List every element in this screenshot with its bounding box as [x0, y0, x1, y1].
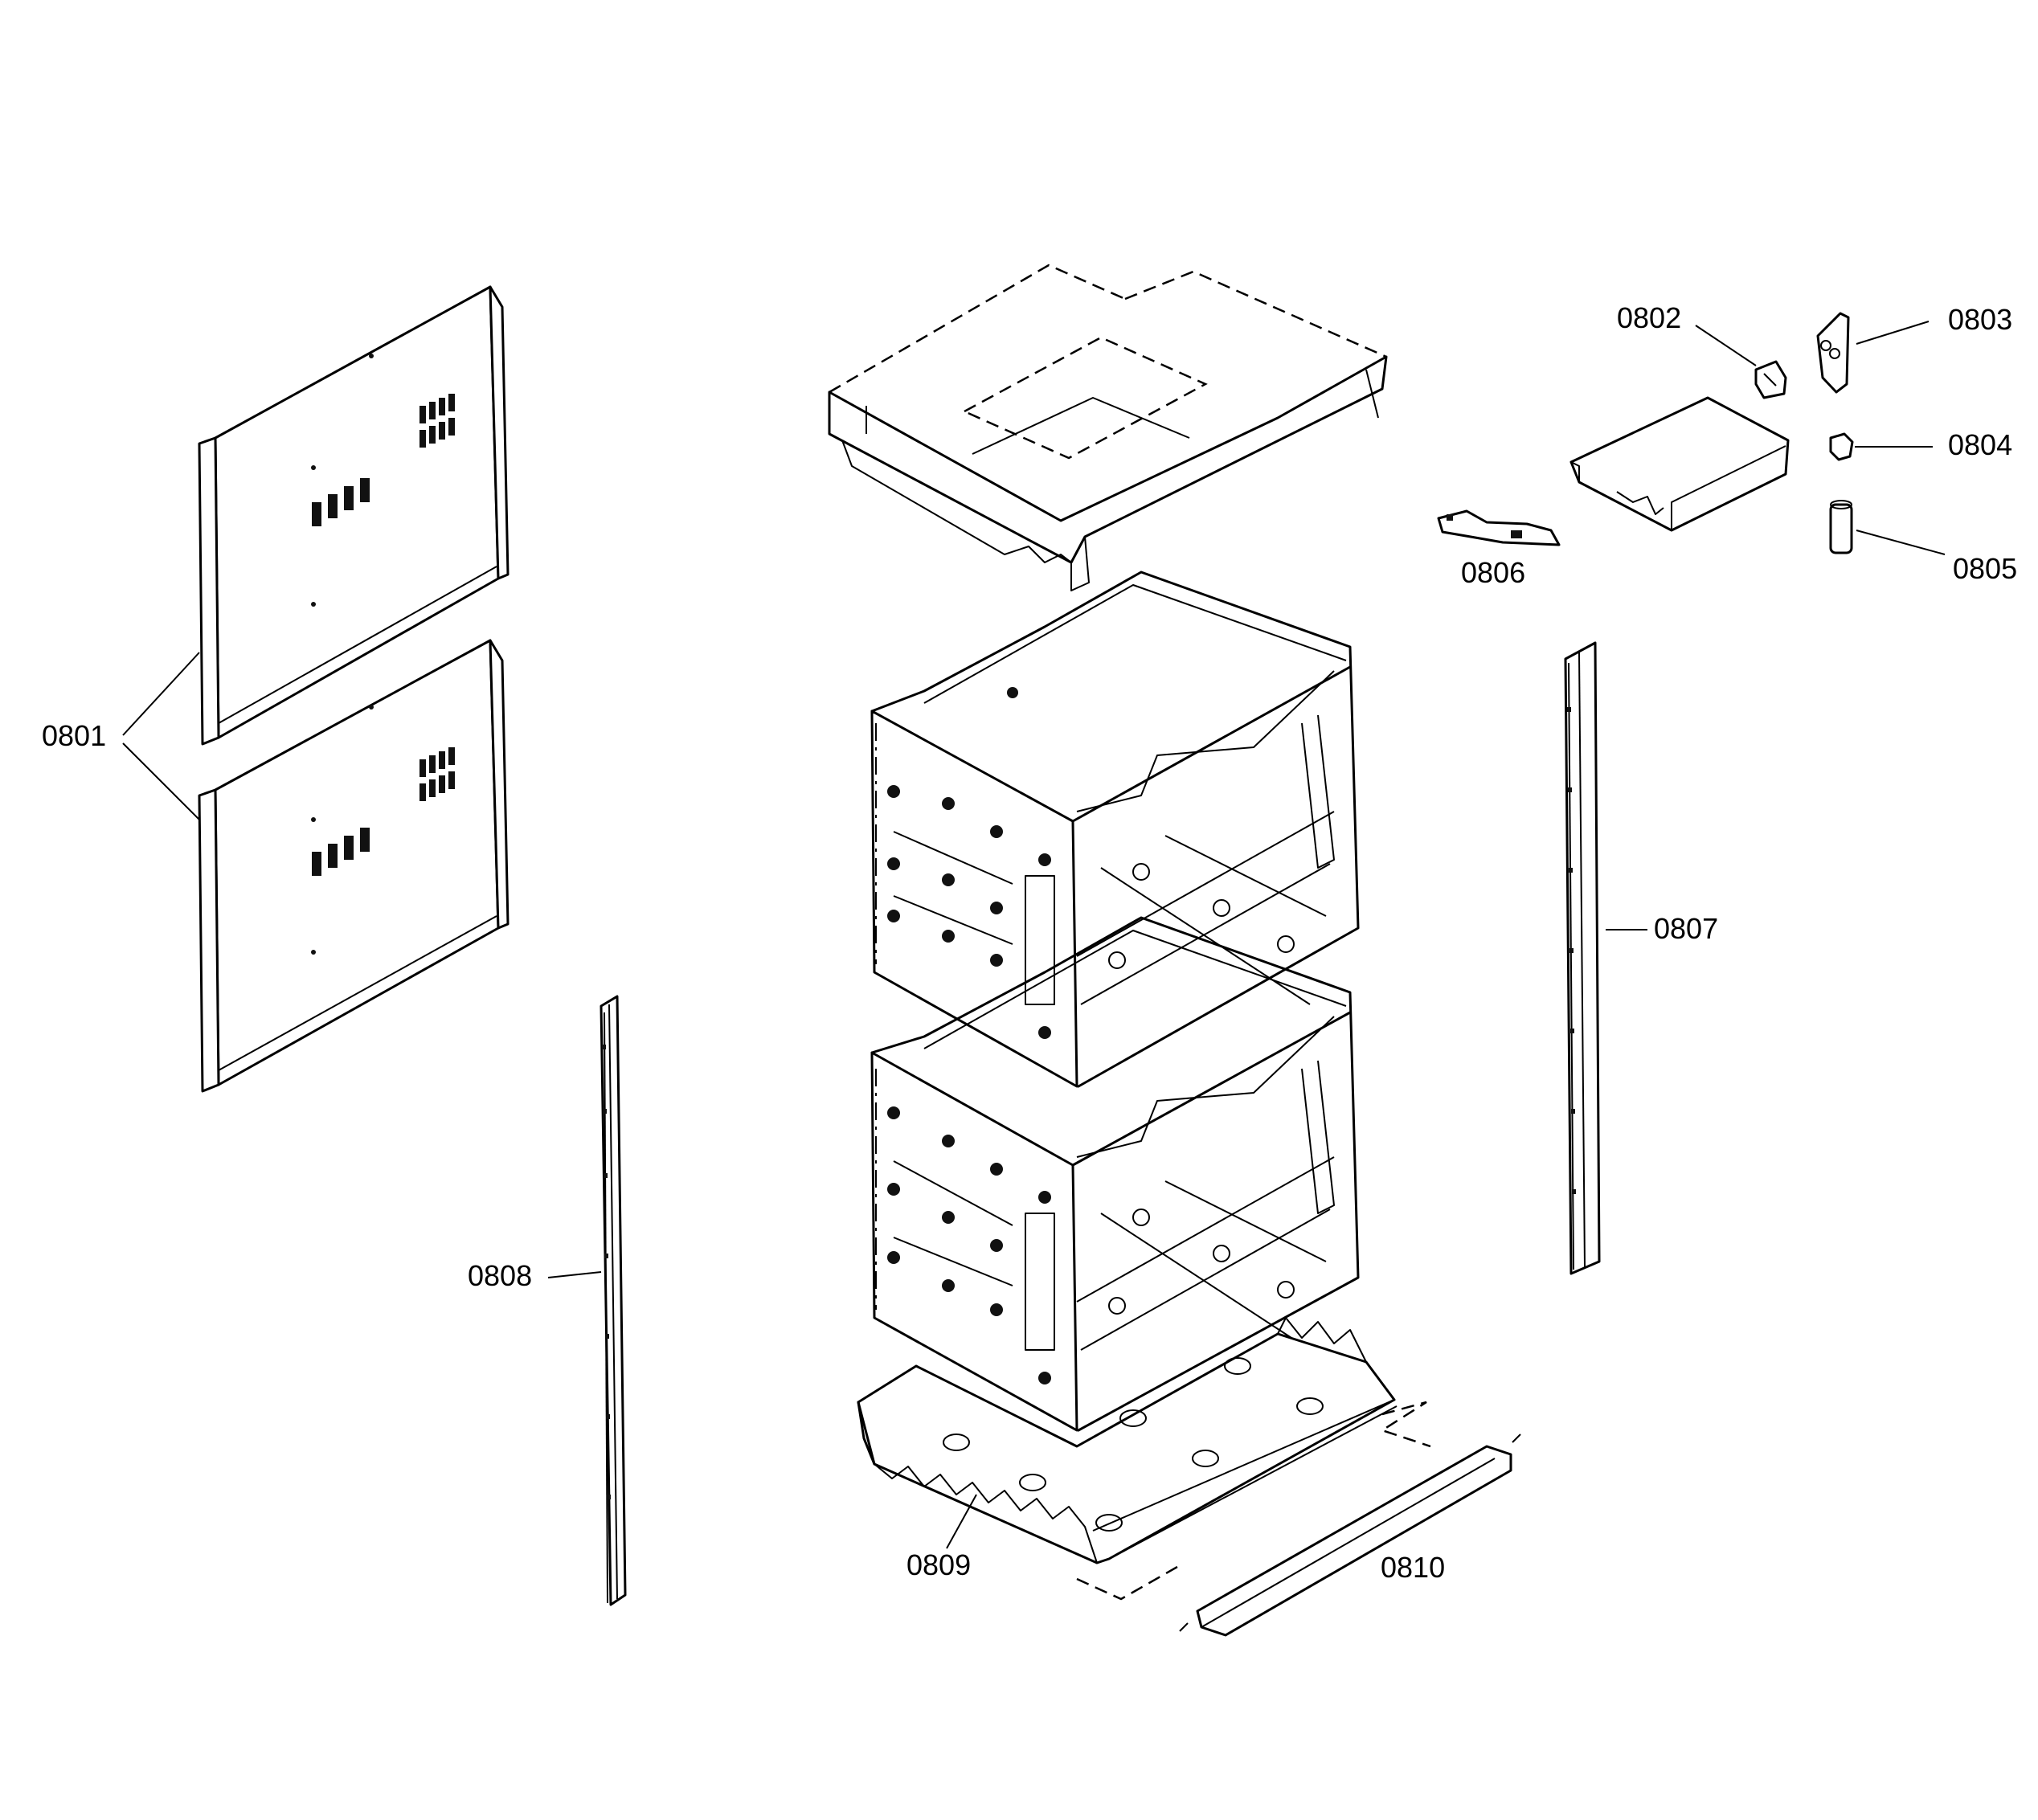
svg-text:0802: 0802: [1617, 301, 1681, 334]
label-0809: 0809: [906, 1494, 977, 1581]
left-vertical-rail[interactable]: [600, 995, 627, 1606]
svg-text:0809: 0809: [906, 1548, 971, 1581]
svg-text:0803: 0803: [1948, 303, 2012, 336]
base-tray[interactable]: [857, 1317, 1398, 1564]
svg-text:0806: 0806: [1461, 556, 1525, 589]
nut-0804[interactable]: [1829, 432, 1854, 461]
right-vertical-rail[interactable]: [1564, 641, 1601, 1275]
label-0807: 0807: [1606, 912, 1718, 945]
label-0806: 0806: [1461, 556, 1525, 589]
pin-0805[interactable]: [1829, 500, 1853, 554]
label-0801: 0801: [42, 652, 200, 820]
svg-text:0805: 0805: [1953, 552, 2017, 585]
svg-text:0804: 0804: [1948, 428, 2012, 461]
svg-text:0801: 0801: [42, 719, 106, 752]
hinge-part-0802[interactable]: [1754, 360, 1787, 399]
hinge-part-0803[interactable]: [1816, 312, 1850, 394]
oven-cavity-lower[interactable]: [870, 916, 1360, 1432]
side-panel-upper[interactable]: [198, 285, 510, 746]
oven-cavity-upper[interactable]: [870, 571, 1360, 1088]
mounting-bracket[interactable]: [1569, 396, 1790, 532]
label-0805: 0805: [1856, 530, 2017, 585]
svg-text:0810: 0810: [1381, 1551, 1445, 1584]
front-trim-bar[interactable]: [1076, 1401, 1521, 1637]
latch-0806[interactable]: [1437, 509, 1561, 546]
svg-text:0808: 0808: [468, 1259, 532, 1292]
label-0808: 0808: [468, 1259, 602, 1292]
label-0804: 0804: [1855, 428, 2012, 461]
top-cover[interactable]: [828, 264, 1388, 591]
svg-text:0807: 0807: [1654, 912, 1718, 945]
label-0803: 0803: [1856, 303, 2012, 345]
side-panel-lower[interactable]: [198, 639, 510, 1093]
label-0810: 0810: [1381, 1551, 1445, 1584]
label-0802: 0802: [1617, 301, 1757, 366]
